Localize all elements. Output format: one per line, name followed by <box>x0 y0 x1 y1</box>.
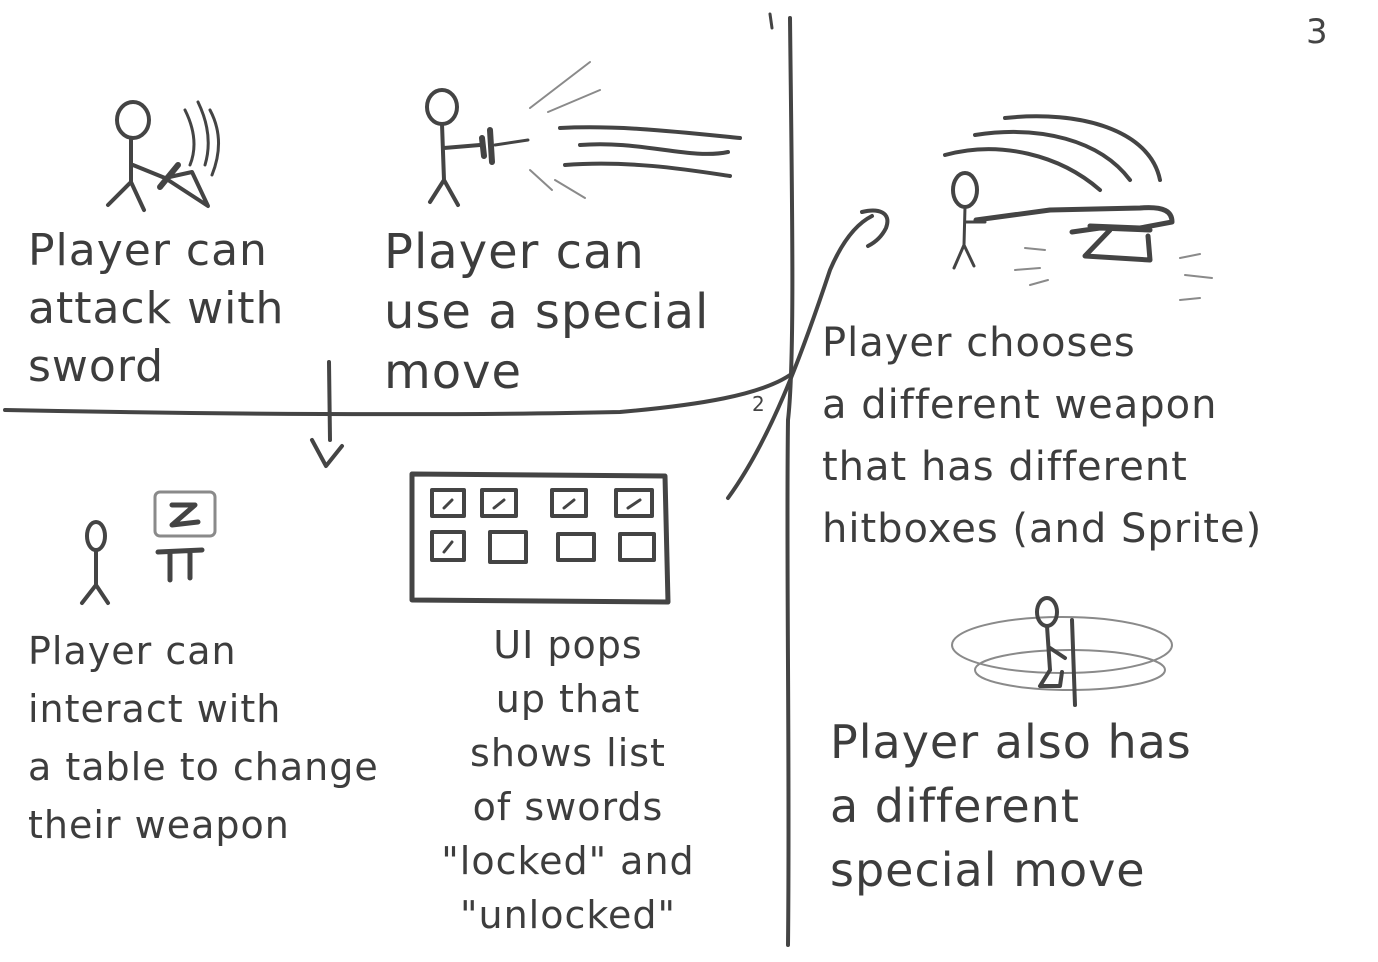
connector-arrow-icon <box>726 208 890 500</box>
weapon-slot-row-2 <box>430 530 656 564</box>
caption-table: Player can interact with a table to chan… <box>28 629 379 847</box>
stick-figure-sword-swing-icon <box>106 100 221 212</box>
stick-figure-spin-attack-icon <box>951 596 1173 707</box>
caption-ui: UI pops up that shows list of swords "lo… <box>441 623 695 937</box>
caption-new-special: Player also has a different special move <box>830 715 1192 897</box>
weapon-grid-ui-icon <box>409 471 671 605</box>
weapon-slot-row-1 <box>430 488 654 518</box>
stick-figure-special-beam-icon <box>425 61 742 207</box>
connector-label: 2 <box>752 392 765 416</box>
page-number: 3 <box>1306 12 1328 52</box>
caption-attack: Player can attack with sword <box>28 225 285 392</box>
panel-dividers <box>3 12 795 947</box>
stick-figure-big-weapon-icon <box>943 114 1213 301</box>
caption-special: Player can use a special move <box>384 224 710 400</box>
arrow-down-icon <box>310 360 344 468</box>
stick-figure-table-icon <box>80 490 217 605</box>
caption-new-weapon: Player chooses a different weapon that h… <box>822 320 1263 552</box>
